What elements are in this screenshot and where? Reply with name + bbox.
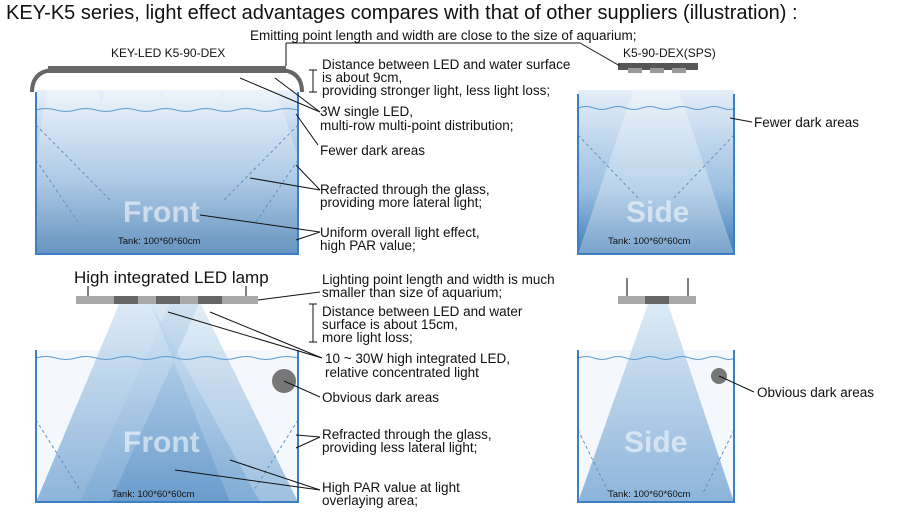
page-title: KEY-K5 series, light effect advantages c… <box>6 2 798 24</box>
bottom-distance-note-2: surface is about 15cm, <box>322 317 458 332</box>
bottom-lamp-label: High integrated LED lamp <box>74 268 269 287</box>
top-led-note-1: 3W single LED, <box>320 104 414 119</box>
bottom-dark-front: Obvious dark areas <box>322 390 440 405</box>
top-refract-note-2: providing more lateral light; <box>320 195 483 210</box>
top-uniform-note-2: high PAR value; <box>320 238 416 253</box>
bottom-tank-side: Tank: 100*60*60cm <box>608 489 691 500</box>
bottom-par-note-1: High PAR value at light <box>322 480 460 495</box>
top-side-tank <box>577 63 735 255</box>
top-distance-note-3: providing stronger light, less light los… <box>322 83 551 98</box>
emitting-note: Emitting point length and width are clos… <box>250 28 637 43</box>
bottom-refract-note-1: Refracted through the glass, <box>322 427 492 442</box>
top-uniform-note-1: Uniform overall light effect, <box>320 225 480 240</box>
bottom-point-note-1: Lighting point length and width is much <box>322 272 555 287</box>
side-lamp-label: K5-90-DEX(SPS) <box>623 46 716 60</box>
top-front-tank <box>20 66 330 255</box>
top-side-watermark: Side <box>626 196 690 229</box>
bottom-par-note-2: overlaying area; <box>322 493 419 508</box>
bottom-distance-note-1: Distance between LED and water <box>322 304 523 319</box>
top-tank-front: Tank: 100*60*60cm <box>118 236 201 247</box>
bottom-front-watermark: Front <box>123 426 200 459</box>
top-led-note-2: multi-row multi-point distribution; <box>320 118 514 133</box>
bottom-led-note-1: 10 ~ 30W high integrated LED, <box>325 351 510 366</box>
top-distance-note-2: is about 9cm, <box>322 70 403 85</box>
top-dark-front: Fewer dark areas <box>320 143 426 158</box>
bottom-side-watermark: Side <box>624 426 688 459</box>
top-tank-side: Tank: 100*60*60cm <box>608 236 691 247</box>
bottom-distance-note-3: more light loss; <box>322 330 413 345</box>
front-lamp-label: KEY-LED K5-90-DEX <box>111 46 226 60</box>
bottom-side-tank <box>577 278 735 503</box>
bottom-dark-side: Obvious dark areas <box>757 385 875 400</box>
top-dark-side: Fewer dark areas <box>754 115 860 130</box>
bottom-led-note-2: relative concentrated light <box>325 365 479 380</box>
top-front-watermark: Front <box>123 196 200 229</box>
bottom-point-note-2: smaller than size of aquarium; <box>322 285 503 300</box>
top-distance-note-1: Distance between LED and water surface <box>322 57 571 72</box>
leader-lines <box>167 42 755 491</box>
bottom-tank-front: Tank: 100*60*60cm <box>112 489 195 500</box>
bottom-front-tank <box>35 286 299 503</box>
top-refract-note-1: Refracted through the glass, <box>320 182 490 197</box>
bottom-refract-note-2: providing less lateral light; <box>322 440 478 455</box>
